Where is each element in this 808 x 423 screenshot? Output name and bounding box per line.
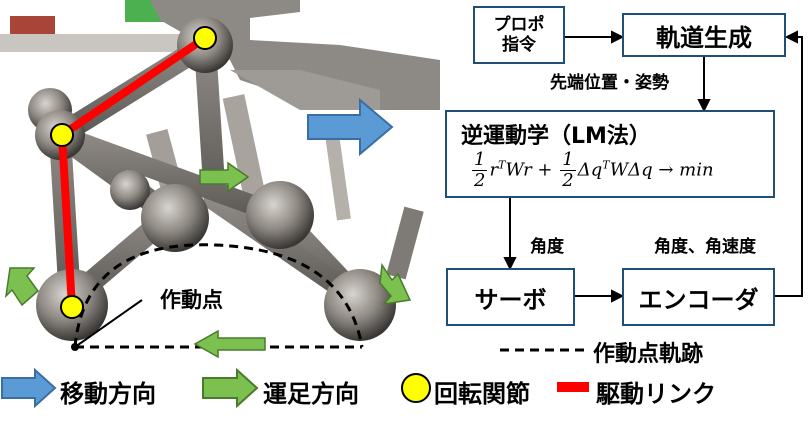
move-direction-legend-label: 移動方向 (60, 380, 156, 408)
eq-term1: r (489, 159, 499, 181)
leg-direction-legend-icon (202, 367, 259, 409)
eq-term2-rest: WΔq → min (609, 159, 714, 181)
inverse-kinematics-box: 逆運動学（LM法） (445, 110, 775, 198)
legend-icons (1, 367, 589, 409)
ik-title: 逆運動学（LM法） (461, 124, 651, 149)
eq-term2-sup: T (602, 158, 610, 172)
angle-label: 角度 (530, 237, 564, 257)
drive-link-red (50, 26, 217, 319)
drive-link-legend-icon (557, 382, 589, 392)
action-point-label: 作動点 (160, 288, 223, 312)
joint-legend-label: 回転関節 (434, 380, 530, 408)
joint-marker-mid (50, 123, 74, 147)
trajectory-generation-box: 軌道生成 (622, 13, 786, 57)
joint-marker-foot (60, 295, 84, 319)
leg-direction-legend-label: 運足方向 (263, 380, 359, 408)
move-direction-arrow-large (307, 97, 394, 157)
tip-pose-label: 先端位置・姿勢 (550, 73, 669, 93)
joint-legend-icon (401, 373, 431, 403)
flow-connectors (500, 30, 803, 352)
joint-marker-top (193, 26, 217, 50)
propo-command-box: プロポ 指令 (473, 6, 565, 64)
move-direction-legend-icon (1, 367, 57, 409)
servo-box: サーボ (446, 268, 575, 326)
encoder-box: エンコーダ (622, 268, 775, 326)
eq-term1-rest: Wr + (505, 159, 553, 181)
drive-link-legend-label: 駆動リンク (596, 380, 716, 408)
leg-direction-arrows (4, 161, 412, 359)
angle-velocity-label: 角度、角速度 (654, 237, 756, 257)
eq-term2: Δq (577, 159, 603, 181)
action-trajectory-legend-label: 作動点軌跡 (593, 342, 704, 367)
eq-term1-sup: T (498, 158, 506, 172)
